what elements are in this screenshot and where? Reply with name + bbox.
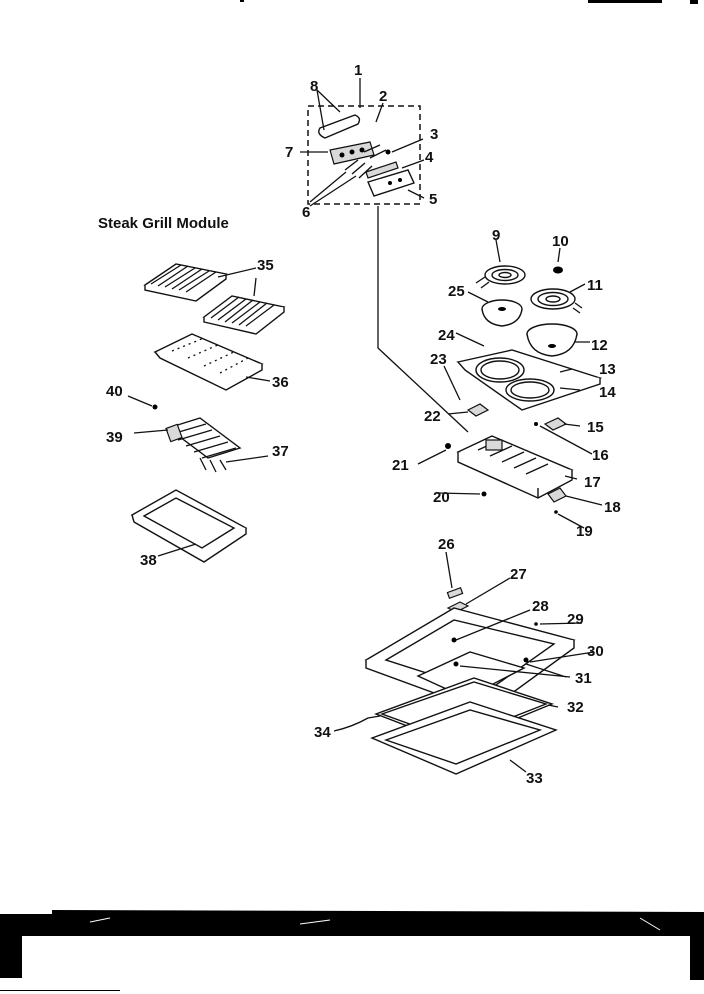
coil-element-small	[475, 265, 526, 289]
callout-36: 36	[272, 374, 289, 391]
callout-13: 13	[599, 361, 616, 378]
bottom-border-bar	[0, 910, 704, 991]
control-panel-assembly	[307, 105, 469, 433]
callout-12: 12	[591, 337, 608, 354]
cartridge-box	[456, 435, 574, 499]
callout-labels: 1 2 3 4 5 6 7 8 9 10 11 12 13 14 15 16 1…	[106, 62, 621, 787]
receptacle-left	[466, 403, 490, 417]
drip-pan-large	[526, 323, 578, 357]
terminals-part	[363, 144, 387, 159]
callout-17: 17	[584, 474, 601, 491]
callout-21: 21	[392, 457, 409, 474]
callout-14: 14	[599, 384, 616, 401]
callout-29: 29	[567, 611, 584, 628]
callout-8: 8	[310, 78, 318, 95]
callout-24: 24	[438, 327, 455, 344]
top-edge-marks	[240, 0, 698, 4]
callout-40: 40	[106, 383, 123, 400]
grill-element	[165, 417, 242, 473]
callout-6: 6	[302, 204, 310, 221]
callout-26: 26	[438, 536, 455, 553]
cooktop-module	[445, 265, 603, 514]
callout-20: 20	[433, 489, 450, 506]
coil-element-large	[530, 288, 583, 314]
callout-37: 37	[272, 443, 289, 460]
steak-grill-module	[130, 263, 286, 563]
grill-grate-right	[202, 295, 286, 335]
callout-16: 16	[592, 447, 609, 464]
callout-25: 25	[448, 283, 465, 300]
callout-34: 34	[314, 724, 331, 741]
callout-38: 38	[140, 552, 157, 569]
harness-wire	[377, 206, 469, 433]
grill-pan	[130, 489, 248, 563]
knob-part	[318, 114, 361, 139]
callout-5: 5	[429, 191, 437, 208]
callout-2: 2	[379, 88, 387, 105]
module-title: Steak Grill Module	[98, 215, 229, 232]
callout-28: 28	[532, 598, 549, 615]
receptacle-right	[543, 417, 568, 431]
callout-27: 27	[510, 566, 527, 583]
callout-32: 32	[567, 699, 584, 716]
grill-grate-left	[143, 263, 228, 302]
callout-9: 9	[492, 227, 500, 244]
drip-pan-small	[481, 299, 523, 327]
callout-33: 33	[526, 770, 543, 787]
callout-30: 30	[587, 643, 604, 660]
callout-3: 3	[430, 126, 438, 143]
callout-7: 7	[285, 144, 293, 161]
frame-assembly	[364, 587, 576, 775]
callout-19: 19	[576, 523, 593, 540]
callout-23: 23	[430, 351, 447, 368]
callout-10: 10	[552, 233, 569, 250]
callout-18: 18	[604, 499, 621, 516]
callout-31: 31	[575, 670, 592, 687]
cooktop-top-plate	[456, 349, 603, 411]
callout-35: 35	[257, 257, 274, 274]
callout-22: 22	[424, 408, 441, 425]
callout-11: 11	[587, 277, 603, 294]
callout-15: 15	[587, 419, 604, 436]
clip-part	[446, 587, 464, 599]
callout-39: 39	[106, 429, 123, 446]
grease-tray	[153, 333, 264, 391]
callout-1: 1	[354, 62, 362, 79]
callout-4: 4	[425, 149, 434, 166]
